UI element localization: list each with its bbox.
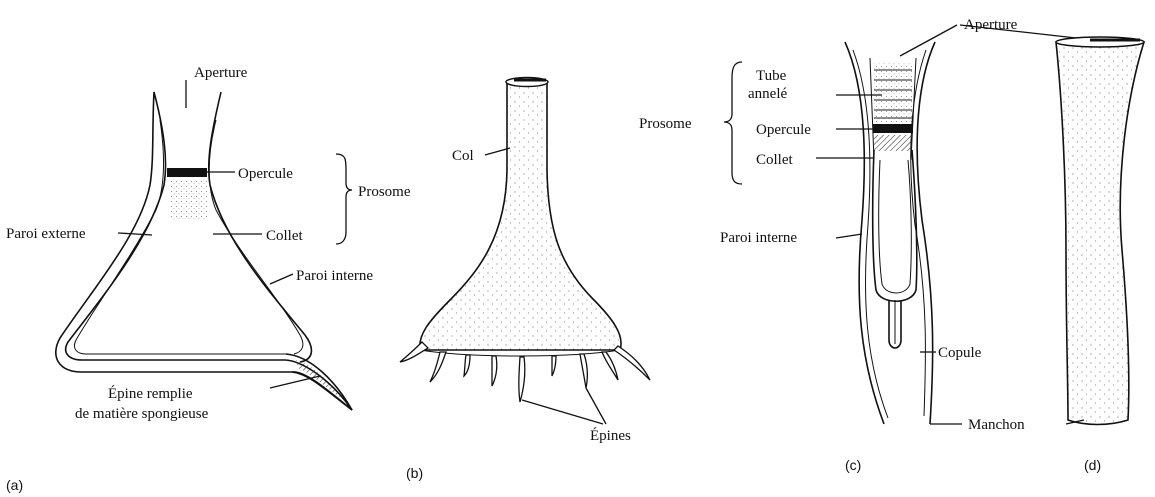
- label-collet-a: Collet: [266, 228, 303, 244]
- spine-b-7: [580, 354, 587, 388]
- panel-a: Aperture Opercule Prosome Paroi externe …: [6, 65, 411, 493]
- spine-b-9: [614, 346, 650, 380]
- leader-epines-b-2: [586, 388, 606, 424]
- spine-b-6: [552, 356, 556, 376]
- spine-b-4: [492, 356, 497, 386]
- label-col-b: Col: [452, 148, 474, 164]
- label-prosome-a: Prosome: [358, 184, 411, 200]
- body-b: [420, 82, 621, 350]
- label-tube-line1-c: Tube: [756, 68, 787, 84]
- manchon-right-c: [917, 42, 935, 424]
- panel-tag-a: (a): [6, 477, 23, 493]
- label-prosome-c: Prosome: [639, 116, 692, 132]
- inner-wall-a-left: [74, 120, 286, 354]
- spine-b-3: [464, 355, 470, 376]
- brace-prosome-c: [724, 62, 742, 184]
- opercule-c: [873, 124, 913, 133]
- label-opercule-c: Opercule: [756, 122, 811, 138]
- opercule-a: [167, 168, 207, 177]
- leader-paroi-externe-a: [118, 233, 152, 235]
- leader-paroi-interne-c: [836, 234, 862, 238]
- leader-epines-b-1: [522, 400, 603, 424]
- panel-tag-b: (b): [406, 465, 423, 481]
- brace-prosome-a: [336, 154, 352, 244]
- tube-texture-c: [874, 62, 912, 122]
- label-paroi-interne-c: Paroi interne: [720, 230, 797, 246]
- label-epine-line2-a: de matière spongieuse: [75, 406, 209, 422]
- leader-aperture-c: [900, 25, 957, 56]
- label-paroi-interne-a: Paroi interne: [296, 268, 373, 284]
- label-aperture-c: Aperture: [964, 17, 1018, 33]
- label-manchon-c: Manchon: [968, 417, 1025, 433]
- panel-b: Col Épines (b): [400, 78, 650, 482]
- collet-stipple-a: [170, 180, 208, 220]
- panel-d: (d): [1056, 37, 1144, 473]
- spine-b-5: [519, 357, 525, 402]
- panel-tag-d: (d): [1084, 457, 1101, 473]
- panel-tag-c: (c): [845, 457, 861, 473]
- label-tube-line2-c: annelé: [748, 86, 787, 102]
- leader-epine-a: [270, 376, 320, 388]
- label-copule-c: Copule: [938, 345, 982, 361]
- chamber-inner-c: [879, 160, 912, 293]
- label-paroi-externe-a: Paroi externe: [6, 226, 86, 242]
- spine-b-1: [400, 342, 428, 362]
- label-collet-c: Collet: [756, 152, 793, 168]
- outer-wall-a: [56, 92, 352, 410]
- leader-paroi-interne-a: [270, 274, 293, 284]
- panel-c: Aperture Tube annelé Prosome Opercule Co…: [639, 17, 1094, 473]
- body-d: [1056, 42, 1144, 425]
- spine-b-2: [430, 352, 446, 382]
- collet-c: [874, 135, 912, 151]
- label-epine-line1-a: Épine remplie: [108, 385, 193, 402]
- label-opercule-a: Opercule: [238, 166, 293, 182]
- spine-b-8: [602, 352, 618, 380]
- outer-wall-a-right: [209, 92, 312, 362]
- tube-outer-left-c: [870, 58, 874, 160]
- label-aperture-a: Aperture: [194, 65, 248, 81]
- label-epines-b: Épines: [590, 427, 631, 444]
- rim-b: [420, 350, 620, 356]
